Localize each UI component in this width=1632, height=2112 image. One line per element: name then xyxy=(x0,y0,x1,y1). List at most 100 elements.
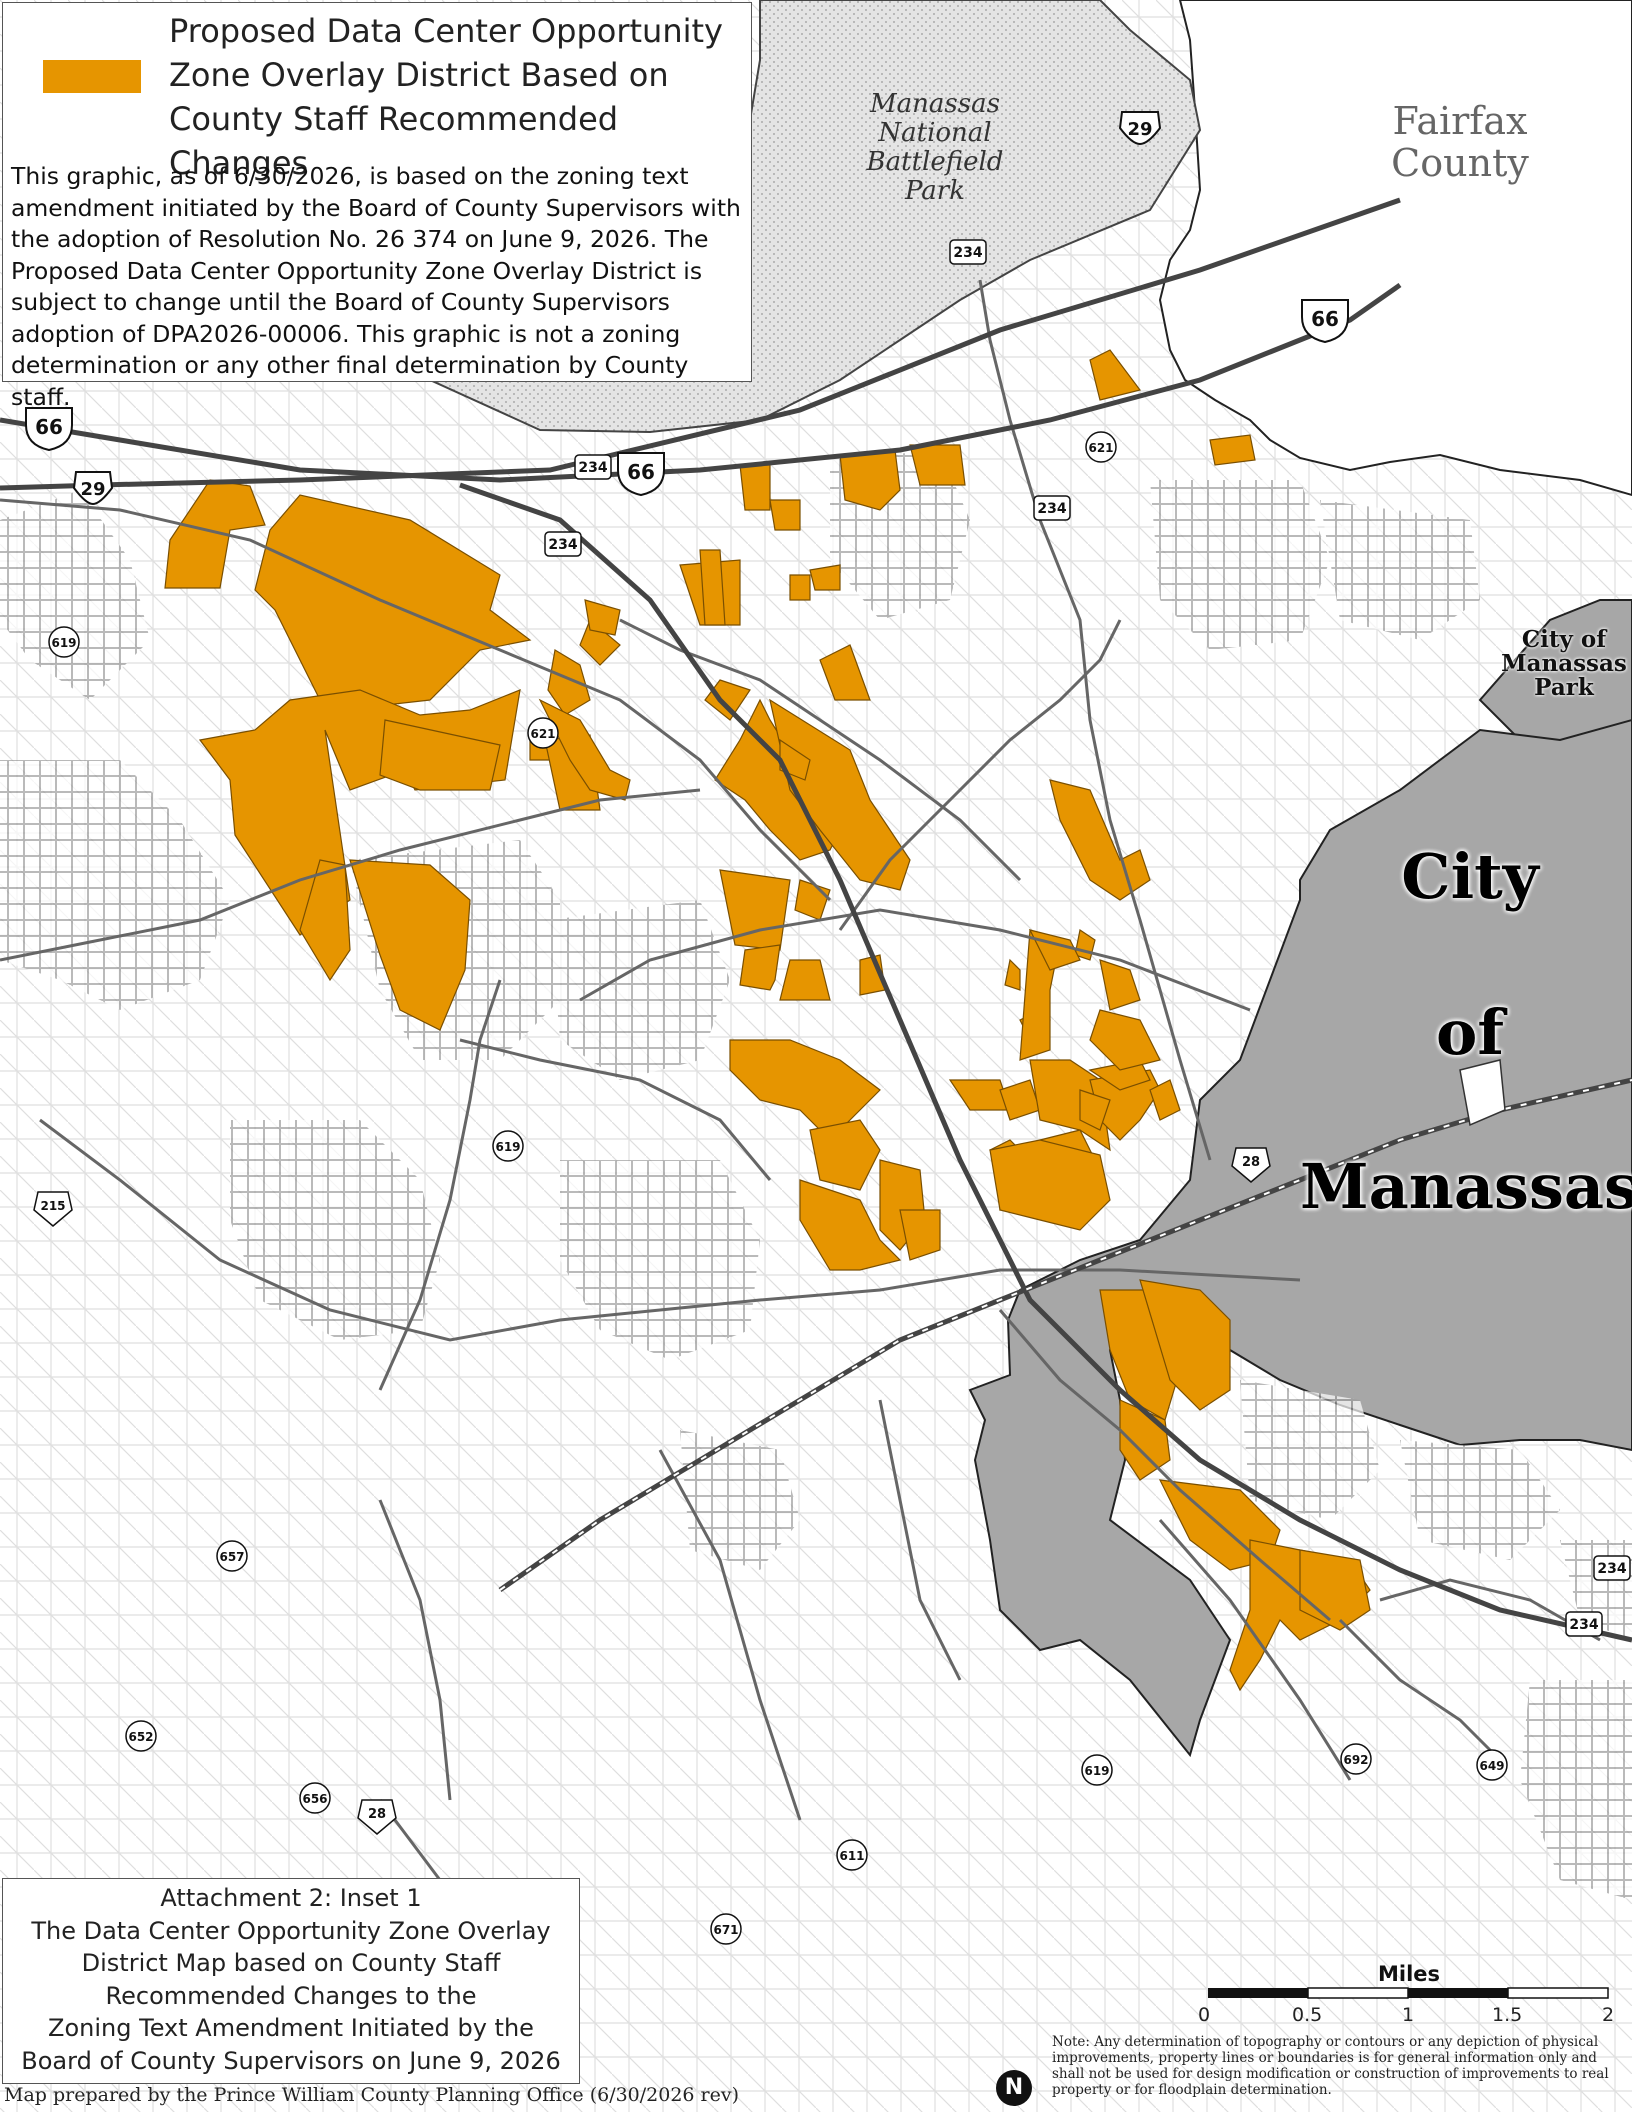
city-of-manassas-label-line3: Manassas xyxy=(1300,1150,1632,1223)
route-label: 621 xyxy=(1088,441,1113,455)
route-label: 28 xyxy=(1242,1155,1260,1170)
overlay-parcel xyxy=(899,1209,941,1261)
scale-tick-label: 0.5 xyxy=(1292,2004,1323,2026)
road xyxy=(978,279,1212,1161)
route-label: 28 xyxy=(368,1807,386,1822)
route-234-shield: 234 xyxy=(1033,495,1071,521)
overlay-parcel xyxy=(809,1119,881,1191)
overlay-parcel xyxy=(739,944,781,991)
route-label: 234 xyxy=(1569,1617,1598,1633)
route-label: 619 xyxy=(51,636,76,650)
title-line: Board of County Supervisors on June 9, 2… xyxy=(21,2046,561,2075)
us-29-shield: 29 xyxy=(72,471,114,506)
highway-network xyxy=(0,197,1632,1643)
city-of-manassas-label-line2: of xyxy=(1435,996,1505,1069)
route-label: 66 xyxy=(627,460,655,484)
overlay-parcel xyxy=(819,644,871,701)
overlay-parcel xyxy=(349,859,471,1031)
railroad-ticks xyxy=(499,1079,1632,1591)
road xyxy=(1158,1519,1352,1781)
overlay-parcel xyxy=(789,574,811,601)
airport-area xyxy=(1459,1059,1506,1127)
battlefield-park-label: Manassas National Battlefield Park xyxy=(866,89,1004,206)
title-line: The Data Center Opportunity Zone Overlay xyxy=(31,1916,551,1945)
road xyxy=(838,619,1122,931)
interstate-66-shield: 66 xyxy=(1301,299,1349,344)
route-234 xyxy=(459,482,1632,1643)
overlay-parcel xyxy=(538,698,631,801)
road xyxy=(39,1118,1301,1342)
overlay-parcel xyxy=(1099,959,1141,1011)
route-label: 652 xyxy=(128,1730,153,1744)
road xyxy=(378,979,502,1391)
overlay-parcel xyxy=(1209,434,1256,466)
route-657-shield: 657 xyxy=(216,1540,248,1572)
city-of-manassas-label-line1: City xyxy=(1401,840,1539,913)
north-arrow-icon: N xyxy=(996,2070,1032,2106)
route-621-shield: 621 xyxy=(1085,431,1117,463)
route-label: 234 xyxy=(548,537,577,553)
overlay-parcel xyxy=(989,1139,1111,1231)
overlay-parcel xyxy=(1149,1079,1181,1121)
road xyxy=(998,1309,1331,1622)
route-692-shield: 692 xyxy=(1340,1743,1372,1775)
route-29 xyxy=(0,197,1401,491)
prepared-by-label: Map prepared by the Prince William Count… xyxy=(4,2084,740,2106)
fairfax-county-label: Fairfax County xyxy=(1391,99,1529,185)
route-621-shield: 621 xyxy=(527,717,559,749)
overlay-parcel xyxy=(579,619,621,666)
overlay-parcel xyxy=(809,564,841,591)
overlay-parcel xyxy=(1089,1009,1161,1071)
route-28-shield: 28 xyxy=(357,1799,397,1835)
title-line: Attachment 2: Inset 1 xyxy=(160,1884,422,1912)
overlay-parcel xyxy=(699,549,726,626)
scale-tick-label: 2 xyxy=(1602,2004,1615,2026)
overlay-parcel xyxy=(769,499,801,531)
route-label: 656 xyxy=(302,1792,327,1806)
route-label: 234 xyxy=(578,460,607,476)
overlay-parcel xyxy=(379,719,501,791)
route-234-shield: 234 xyxy=(949,239,987,265)
route-649-shield: 649 xyxy=(1476,1749,1508,1781)
route-label: 619 xyxy=(1084,1764,1109,1778)
route-label: 234 xyxy=(953,245,982,261)
title-line: Zoning Text Amendment Initiated by the xyxy=(48,2014,534,2042)
route-234-shield: 234 xyxy=(544,531,582,557)
route-label: 692 xyxy=(1343,1753,1368,1767)
route-shields: 66 66 66 29 29 234 234 234 xyxy=(25,111,1631,1945)
overlay-parcel xyxy=(584,599,621,636)
route-652-shield: 652 xyxy=(125,1720,157,1752)
route-619-shield: 619 xyxy=(492,1130,524,1162)
title-line: Recommended Changes to the xyxy=(105,1981,477,2010)
road xyxy=(378,1499,452,1801)
scale-unit-label: Miles xyxy=(1378,1962,1441,1986)
scale-tick-label: 1 xyxy=(1402,2004,1415,2026)
overlay-parcel xyxy=(909,444,966,486)
title-block: Attachment 2: Inset 1 The Data Center Op… xyxy=(2,1878,580,2084)
overlay-parcel xyxy=(254,494,532,731)
overlay-parcel xyxy=(1079,1089,1111,1131)
interstate-66-shield: 66 xyxy=(25,407,73,452)
legend-box: Proposed Data Center Opportunity Zone Ov… xyxy=(2,2,752,411)
scale-tick-label: 0 xyxy=(1198,2004,1211,2026)
legend-item-label: Proposed Data Center Opportunity Zone Ov… xyxy=(169,12,723,182)
scale-tick-label: 1.5 xyxy=(1492,2004,1523,2026)
road-network xyxy=(0,279,1601,2041)
overlay-parcel xyxy=(779,959,831,1001)
road xyxy=(878,1399,962,1681)
overlay-parcel xyxy=(1029,1059,1111,1152)
road xyxy=(459,1038,772,1181)
overlay-district-swatch xyxy=(43,60,141,93)
interstate-66-shield: 66 xyxy=(617,452,665,497)
route-234-shield: 234 xyxy=(574,454,612,480)
overlay-parcel xyxy=(719,869,791,951)
route-label: 657 xyxy=(219,1550,244,1564)
overlay-parcel xyxy=(1139,1279,1231,1411)
overlay-parcel xyxy=(739,464,771,511)
route-label: 649 xyxy=(1479,1759,1504,1773)
route-619-shield: 619 xyxy=(1081,1754,1113,1786)
route-28-shield: 28 xyxy=(1231,1147,1271,1183)
route-label: 621 xyxy=(530,727,555,741)
legend-disclaimer: This graphic, as of 6/30/2026, is based … xyxy=(11,162,741,411)
